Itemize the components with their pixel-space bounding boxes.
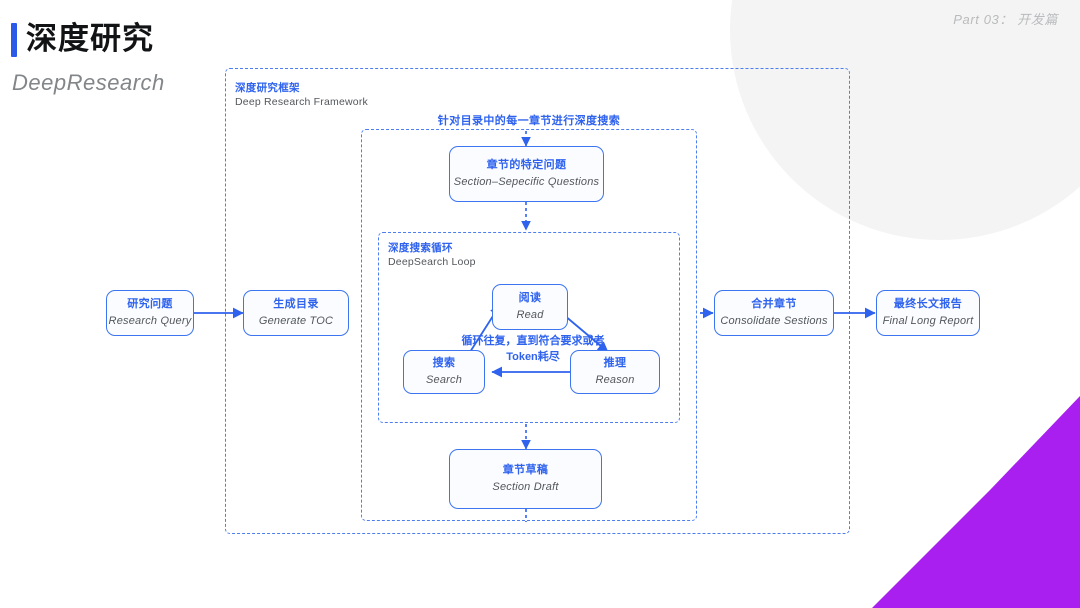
node-final-report-en: Final Long Report	[882, 314, 974, 327]
title-accent-bar	[11, 23, 17, 57]
page-title-cn: 深度研究	[26, 21, 154, 56]
node-section-draft[interactable]: 章节草稿 Section Draft	[449, 449, 602, 509]
node-read-en: Read	[516, 308, 544, 321]
node-reason-cn: 推理	[603, 356, 627, 369]
node-final-report-cn: 最终长文报告	[893, 297, 963, 310]
node-research-query-cn: 研究问题	[127, 297, 173, 310]
loop-caption-line1: 循环往复，直到符合要求或者	[461, 335, 605, 347]
node-read[interactable]: 阅读 Read	[492, 284, 568, 330]
node-consolidate-en: Consolidate Sestions	[720, 314, 828, 327]
node-search[interactable]: 搜索 Search	[403, 350, 485, 394]
background-purple-wedge-decoration	[860, 378, 1080, 608]
group-label-loop-cn: 深度搜索循环	[388, 242, 453, 254]
node-section-specific-questions[interactable]: 章节的特定问题 Section–Sepecific Questions	[449, 146, 604, 202]
page-title-en: DeepResearch	[12, 70, 165, 95]
node-consolidate-cn: 合并章节	[751, 297, 797, 310]
node-search-cn: 搜索	[432, 356, 456, 369]
group-deep-research-framework	[225, 68, 850, 534]
part-label: Part 03： 开发篇	[953, 12, 1058, 27]
group-label-framework: 深度研究框架 Deep Research Framework	[235, 81, 368, 109]
node-search-en: Search	[425, 373, 463, 386]
loop-caption-line2: Token耗尽	[506, 350, 560, 363]
node-section-questions-cn: 章节的特定问题	[486, 158, 567, 171]
group-label-deepsearch-loop: 深度搜索循环 DeepSearch Loop	[388, 241, 476, 269]
node-reason-en: Reason	[595, 373, 635, 386]
node-section-draft-cn: 章节草稿	[502, 463, 549, 476]
node-read-cn: 阅读	[518, 291, 542, 304]
node-research-query-en: Research Query	[108, 314, 192, 327]
node-section-draft-en: Section Draft	[492, 480, 559, 493]
node-generate-toc-cn: 生成目录	[273, 297, 319, 310]
group-caption-per-section: 针对目录中的每一章节进行深度搜索	[437, 115, 621, 127]
node-generate-toc[interactable]: 生成目录 Generate TOC	[243, 290, 349, 336]
group-label-framework-en: Deep Research Framework	[235, 96, 368, 109]
node-final-long-report[interactable]: 最终长文报告 Final Long Report	[876, 290, 980, 336]
node-reason[interactable]: 推理 Reason	[570, 350, 660, 394]
group-label-framework-cn: 深度研究框架	[235, 82, 300, 94]
loop-caption: 循环往复，直到符合要求或者 Token耗尽	[433, 334, 633, 366]
group-deepsearch-loop	[378, 232, 680, 423]
node-section-questions-en: Section–Sepecific Questions	[453, 175, 600, 188]
node-generate-toc-en: Generate TOC	[258, 314, 334, 327]
node-research-query[interactable]: 研究问题 Research Query	[106, 290, 194, 336]
group-per-section-deep-search	[361, 129, 697, 521]
group-label-loop-en: DeepSearch Loop	[388, 256, 476, 269]
node-consolidate-sections[interactable]: 合并章节 Consolidate Sestions	[714, 290, 834, 336]
